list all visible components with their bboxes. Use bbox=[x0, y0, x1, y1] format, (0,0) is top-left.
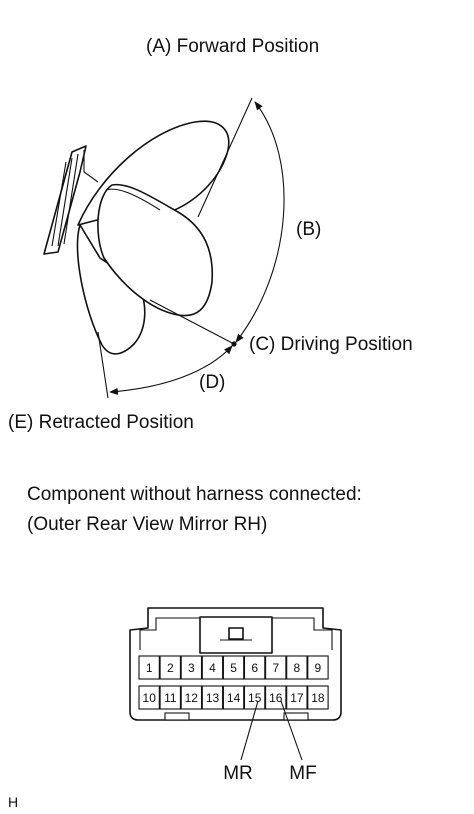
pin-number: 15 bbox=[248, 691, 262, 705]
angle-d-arc bbox=[109, 345, 233, 395]
pin-cell bbox=[159, 655, 181, 680]
angle-b-arc bbox=[235, 101, 285, 343]
pin-cell bbox=[243, 685, 266, 710]
pin-cell bbox=[307, 655, 329, 680]
connector-bottom-key bbox=[283, 712, 309, 721]
pin-number: 4 bbox=[209, 661, 216, 675]
pin-cell bbox=[286, 655, 308, 680]
pin-cell bbox=[159, 685, 181, 710]
mr-leader-line bbox=[240, 700, 259, 761]
pin-number: 2 bbox=[167, 661, 174, 675]
pin-number: 14 bbox=[227, 691, 241, 705]
pin-number: 7 bbox=[272, 661, 279, 675]
figure-code: H bbox=[8, 794, 18, 810]
pin-cell bbox=[180, 685, 203, 710]
pin-cell bbox=[286, 685, 308, 710]
terminal-mf-label: MF bbox=[289, 763, 316, 784]
pin-cell bbox=[138, 655, 160, 680]
pin-cell bbox=[222, 685, 245, 710]
pin-cell bbox=[201, 655, 224, 680]
pin-number: 10 bbox=[143, 691, 157, 705]
mirror-driving-outline bbox=[97, 183, 214, 317]
pin-number: 18 bbox=[311, 691, 325, 705]
pin-number: 3 bbox=[188, 661, 195, 675]
pin-cell bbox=[138, 685, 160, 710]
pin-cell bbox=[222, 655, 245, 680]
pin-number: 12 bbox=[185, 691, 199, 705]
pin-number: 17 bbox=[290, 691, 304, 705]
angle-d-label: (D) bbox=[199, 372, 225, 393]
connector-caption-line2: (Outer Rear View Mirror RH) bbox=[27, 514, 267, 535]
angle-b-label: (B) bbox=[296, 219, 321, 240]
pin-number: 16 bbox=[269, 691, 283, 705]
driving-position-dot bbox=[231, 341, 237, 347]
pin-cell bbox=[307, 685, 329, 710]
connector-lock-latch bbox=[228, 627, 244, 640]
pin-number: 11 bbox=[164, 691, 177, 705]
pin-number: 8 bbox=[294, 661, 301, 675]
pin-number: 9 bbox=[315, 661, 322, 675]
pin-cell bbox=[243, 655, 266, 680]
driving-reference-line bbox=[149, 299, 237, 346]
pin-cell bbox=[265, 655, 287, 680]
mf-leader-line bbox=[280, 700, 303, 761]
connector-bottom-key bbox=[164, 712, 190, 721]
mirror-mount-bracket bbox=[43, 145, 99, 255]
driving-position-label: (C) Driving Position bbox=[249, 334, 413, 355]
pin-cell bbox=[265, 685, 287, 710]
pin-number: 5 bbox=[230, 661, 237, 675]
retracted-position-label: (E) Retracted Position bbox=[8, 412, 194, 433]
terminal-mr-label: MR bbox=[223, 763, 253, 784]
pin-number: 6 bbox=[251, 661, 258, 675]
connector-caption-line1: Component without harness connected: bbox=[27, 484, 362, 505]
pin-cell bbox=[201, 685, 224, 710]
pin-number: 13 bbox=[206, 691, 220, 705]
pin-number: 1 bbox=[146, 661, 153, 675]
retracted-reference-line bbox=[97, 331, 109, 399]
forward-position-label: (A) Forward Position bbox=[146, 36, 319, 57]
mirror-illustration bbox=[43, 97, 285, 399]
pin-cell bbox=[180, 655, 203, 680]
